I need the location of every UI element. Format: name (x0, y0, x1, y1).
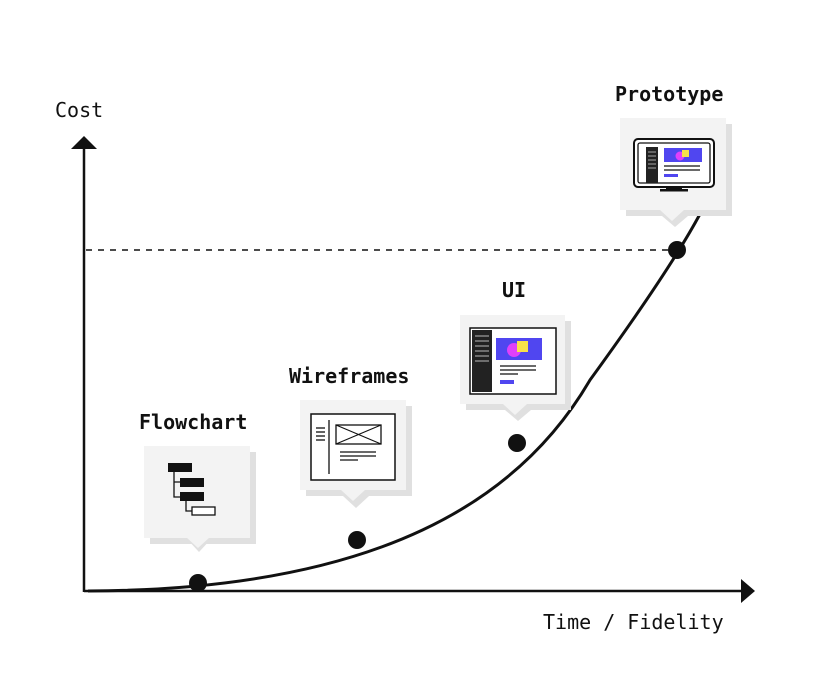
card-ui (460, 315, 571, 421)
card-wireframes (300, 400, 412, 508)
stage-point-flowchart (189, 574, 207, 592)
card-pointer (343, 496, 369, 508)
stage-point-wireframes (348, 531, 366, 549)
card-pointer-face (341, 490, 365, 501)
card-pointer-face (186, 537, 210, 548)
card-pointer (662, 216, 688, 227)
axes (71, 136, 755, 603)
stage-point-ui (508, 434, 526, 452)
x-axis-label: Time / Fidelity (543, 610, 724, 634)
stage-point-prototype (668, 241, 686, 259)
card-pointer (505, 410, 531, 421)
stage-label-wireframes: Wireframes (289, 364, 409, 388)
card-flowchart (144, 446, 256, 552)
stage-label-prototype: Prototype (615, 82, 723, 106)
y-axis-label: Cost (55, 98, 103, 122)
cost-curve (87, 213, 702, 593)
x-axis-arrowhead (741, 579, 755, 603)
stage-label-flowchart: Flowchart (139, 410, 247, 434)
flowchart-icon (168, 463, 216, 516)
card-pointer-face (660, 210, 684, 221)
wireframe-icon (310, 413, 396, 481)
stage-label-ui: UI (502, 278, 526, 302)
card-prototype (620, 118, 732, 227)
monitor-prototype-icon (633, 138, 715, 192)
ui-mockup-icon (469, 327, 557, 395)
y-axis-arrowhead (71, 136, 97, 149)
card-pointer-face (503, 404, 527, 415)
